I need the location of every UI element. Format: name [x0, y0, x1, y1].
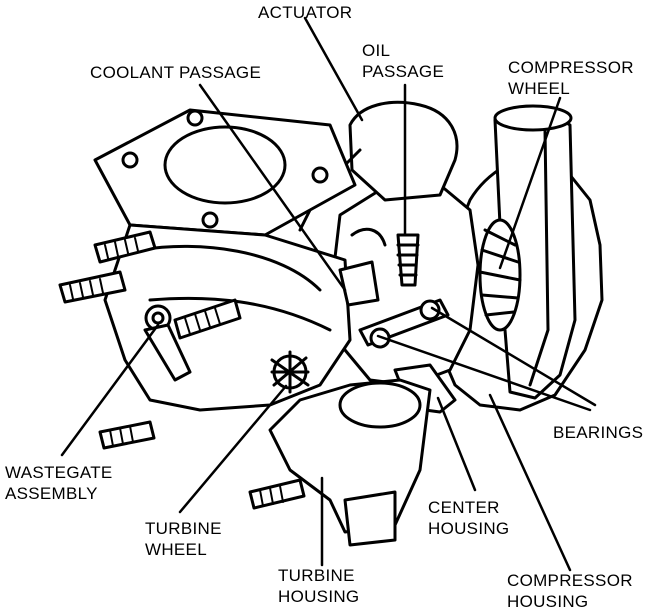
label-wastegate-assembly: WASTEGATE ASSEMBLY: [5, 462, 113, 504]
label-coolant-passage: COOLANT PASSAGE: [90, 62, 261, 83]
label-compressor-housing-line1: COMPRESSOR: [507, 571, 633, 590]
compressor-outlet-opening: [493, 104, 573, 132]
label-oil-passage-line1: OIL: [362, 41, 391, 60]
label-turbine-wheel: TURBINE WHEEL: [145, 518, 222, 560]
leader-center-housing: [436, 396, 477, 492]
actuator-shape: [348, 100, 459, 202]
turbine-outlet-lower: [343, 490, 397, 547]
compressor-wall-line: [528, 128, 550, 387]
bearing: [419, 299, 441, 321]
label-actuator-text: ACTUATOR: [258, 3, 353, 22]
turbine-scroll-line: [138, 244, 332, 332]
label-compressor-wheel: COMPRESSOR WHEEL: [508, 57, 634, 99]
label-turbine-wheel-line2: WHEEL: [145, 540, 207, 559]
flange-bolt-hole: [311, 166, 329, 184]
label-center-housing: CENTER HOUSING: [428, 497, 509, 539]
label-coolant-passage-text: COOLANT PASSAGE: [90, 63, 262, 82]
label-oil-passage: OIL PASSAGE: [362, 40, 444, 82]
leader-coolant-passage: [198, 83, 347, 292]
turbine-outlet-opening: [338, 381, 422, 429]
wastegate-shape: [143, 304, 192, 382]
label-turbine-housing-line2: HOUSING: [278, 587, 360, 606]
leader-wastegate: [60, 323, 160, 457]
coolant-fitting: [338, 260, 380, 307]
leader-bearings-b: [430, 306, 597, 407]
label-actuator: ACTUATOR: [258, 2, 352, 23]
leader-compressor-wheel: [498, 96, 562, 270]
compressor-wheel-shape: [478, 218, 522, 332]
label-turbine-wheel-line1: TURBINE: [145, 519, 222, 538]
oil-passage-shape: [396, 233, 420, 287]
leader-turbine-wheel: [178, 384, 288, 514]
label-center-housing-line2: HOUSING: [428, 519, 510, 538]
turbine-wheel-shape: [270, 350, 310, 394]
label-compressor-wheel-line1: COMPRESSOR: [508, 58, 634, 77]
label-compressor-housing: COMPRESSOR HOUSING: [507, 570, 633, 612]
flange-port: [163, 125, 287, 205]
label-oil-passage-line2: PASSAGE: [362, 62, 445, 81]
label-turbine-housing: TURBINE HOUSING: [278, 565, 359, 607]
label-center-housing-line1: CENTER: [428, 498, 500, 517]
flange-bolt-hole: [201, 211, 219, 229]
leader-lines: [60, 16, 597, 572]
label-bearings: BEARINGS: [553, 422, 643, 443]
label-compressor-housing-line2: HOUSING: [507, 592, 589, 611]
coolant-hose: [350, 227, 387, 247]
flange-bolt-hole: [121, 151, 139, 169]
leader-bearings-a: [376, 334, 592, 412]
stud-threads: [69, 237, 284, 507]
label-turbine-housing-line1: TURBINE: [278, 566, 355, 585]
label-wastegate-line2: ASSEMBLY: [5, 484, 98, 503]
flange-bolt-hole: [186, 109, 204, 127]
label-wastegate-line1: WASTEGATE: [5, 463, 113, 482]
leader-actuator: [303, 16, 364, 122]
label-compressor-wheel-line2: WHEEL: [508, 79, 570, 98]
leader-compressor-housing: [488, 393, 572, 572]
label-bearings-text: BEARINGS: [553, 423, 644, 442]
